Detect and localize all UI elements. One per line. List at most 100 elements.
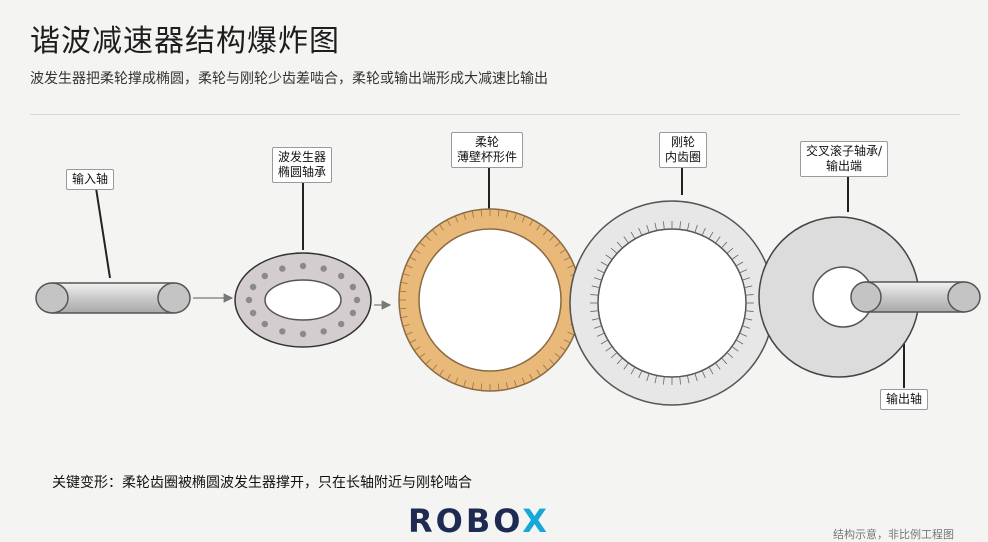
gear-tooth <box>590 294 599 296</box>
gear-tooth <box>439 369 444 376</box>
gear-tooth <box>610 352 618 359</box>
gear-tooth <box>471 382 475 390</box>
gear-tooth <box>431 229 438 236</box>
gear-tooth <box>471 210 475 218</box>
bearing-ball <box>337 320 345 328</box>
gear-tooth <box>735 339 744 345</box>
input-shaft <box>35 282 191 314</box>
bearing-ball <box>349 283 357 291</box>
gear-tooth <box>414 346 421 351</box>
gear-tooth <box>739 269 748 274</box>
gear-tooth <box>726 247 734 254</box>
gear-tooth <box>623 236 629 244</box>
bearing-ball <box>337 272 345 280</box>
gear-tooth <box>686 375 690 384</box>
gear-tooth <box>686 222 690 231</box>
bearing-ball <box>261 272 269 280</box>
gear-tooth <box>549 359 555 365</box>
gear-tooth <box>731 346 739 352</box>
gear-tooth <box>694 373 698 382</box>
bearing-ball <box>320 328 327 335</box>
gear-tooth <box>400 281 408 285</box>
gear-tooth <box>402 273 410 276</box>
wave-generator-balls <box>245 262 361 338</box>
gear-tooth <box>596 269 605 274</box>
gear-tooth <box>679 376 681 385</box>
gear-tooth <box>446 219 451 227</box>
gear-tooth <box>409 256 417 261</box>
gear-tooth <box>514 380 517 388</box>
gear-tooth <box>596 332 605 337</box>
schematic-footnote: 结构示意，非比例工程图 <box>833 528 954 541</box>
gear-tooth <box>591 317 600 321</box>
header-divider <box>30 114 960 115</box>
gear-tooth <box>554 352 561 359</box>
gear-tooth <box>616 241 623 249</box>
gear-tooth <box>402 324 410 327</box>
gear-tooth <box>405 331 413 336</box>
gear-tooth <box>563 256 571 261</box>
label-bearing-line1: 交叉滚子轴承/ <box>806 144 883 158</box>
brand-logo: ROBOX <box>408 502 550 540</box>
gear-tooth <box>536 369 541 376</box>
label-wave-generator-line1: 波发生器 <box>278 150 327 164</box>
gear-tooth <box>425 359 431 365</box>
label-bearing-line2: 输出端 <box>826 159 863 173</box>
brand-logo-accent: X <box>522 502 550 540</box>
gear-tooth <box>654 375 658 384</box>
brand-logo-main: ROBO <box>408 502 523 540</box>
flexspline <box>398 208 582 392</box>
gear-tooth <box>454 377 459 385</box>
gear-tooth <box>400 315 408 319</box>
gear-tooth <box>715 362 721 370</box>
gear-tooth <box>745 310 754 312</box>
gear-tooth <box>425 235 431 241</box>
gear-tooth <box>630 231 636 240</box>
leader-input-shaft <box>95 187 111 279</box>
gear-tooth <box>663 221 665 230</box>
gear-tooth <box>694 224 698 233</box>
gear-tooth <box>419 352 426 359</box>
gear-tooth <box>610 247 618 254</box>
label-input-shaft-text: 输入轴 <box>72 172 109 186</box>
bearing-ball <box>261 320 269 328</box>
label-wave-generator: 波发生器 椭圆轴承 <box>272 147 333 183</box>
label-flexspline-line1: 柔轮 <box>475 135 500 149</box>
label-input-shaft: 输入轴 <box>66 169 115 190</box>
circular-spline <box>569 200 775 406</box>
gear-tooth <box>454 215 459 223</box>
label-cross-roller-bearing: 交叉滚子轴承/ 输出端 <box>800 141 889 177</box>
gear-tooth <box>701 227 706 236</box>
label-wave-generator-line2: 椭圆轴承 <box>278 165 327 179</box>
gear-tooth <box>405 264 413 269</box>
bearing-ball <box>279 265 286 272</box>
gear-tooth <box>446 373 451 381</box>
gear-tooth <box>708 366 714 375</box>
gear-tooth <box>623 362 629 370</box>
gear-tooth <box>744 317 753 321</box>
gear-tooth <box>742 325 751 329</box>
gear-tooth <box>739 332 748 337</box>
gear-tooth <box>593 325 602 329</box>
label-circular-spline: 刚轮 内齿圈 <box>659 132 708 168</box>
gear-tooth <box>431 364 438 371</box>
gear-tooth <box>536 224 541 231</box>
gear-tooth <box>646 224 650 233</box>
gear-tooth <box>505 382 509 390</box>
bearing-ball <box>249 309 257 317</box>
bearing-ball <box>353 296 361 304</box>
gear-tooth <box>521 215 526 223</box>
gear-tooth <box>529 219 534 227</box>
page-subtitle: 波发生器把柔轮撑成椭圆，柔轮与刚轮少齿差啮合，柔轮或输出端形成大减速比输出 <box>30 71 548 87</box>
label-circular-spline-line2: 内齿圈 <box>665 150 702 164</box>
label-output-shaft: 输出轴 <box>880 389 929 410</box>
key-deformation-note: 关键变形：柔轮齿圈被椭圆波发生器撑开，只在长轴附近与刚轮啮合 <box>52 475 472 491</box>
gear-tooth <box>497 383 500 391</box>
gear-tooth <box>463 212 466 220</box>
gear-tooth <box>409 339 417 344</box>
gear-tooth <box>745 294 754 296</box>
gear-tooth <box>701 370 706 379</box>
gear-tooth <box>414 249 421 254</box>
gear-tooth <box>630 366 636 375</box>
